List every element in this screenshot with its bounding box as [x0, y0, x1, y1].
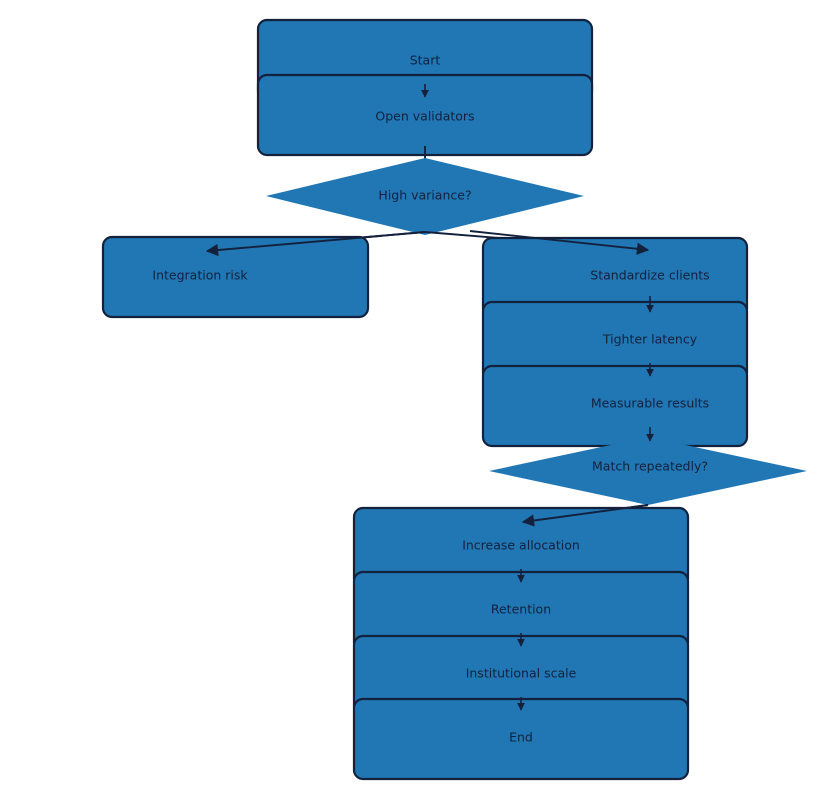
node-match-repeatedly[interactable]: Match repeatedly?: [489, 437, 807, 505]
node-tighter-latency-label: Tighter latency: [602, 332, 698, 347]
node-high-variance-shape: [266, 158, 584, 235]
node-increase-allocation[interactable]: Increase allocation: [352, 506, 690, 590]
node-measurable-results-label: Measurable results: [591, 396, 709, 411]
node-standardize-clients-label: Standardize clients: [590, 268, 709, 283]
node-high-variance-label: High variance?: [378, 188, 471, 203]
node-integration-risk[interactable]: Integration risk: [101, 235, 370, 319]
node-start-label: Start: [410, 53, 441, 68]
edge-match-to-increase-head: [521, 504, 649, 527]
node-measurable-results[interactable]: Measurable results: [481, 364, 749, 448]
edge-variance-to-integration-head: [205, 231, 426, 257]
node-increase-allocation-label: Increase allocation: [462, 538, 580, 553]
node-integration-risk-shape: [101, 235, 370, 319]
edge-variance-to-standardize-head: [469, 230, 650, 255]
node-open-validators-label: Open validators: [375, 109, 474, 124]
node-high-variance[interactable]: High variance?: [266, 158, 584, 235]
node-match-repeatedly-label: Match repeatedly?: [592, 459, 708, 474]
node-match-repeatedly-shape: [489, 437, 807, 505]
node-standardize-clients[interactable]: Standardize clients: [481, 236, 749, 320]
node-end[interactable]: End: [352, 697, 690, 781]
node-institutional-scale-label: Institutional scale: [466, 666, 577, 681]
node-end-label: End: [509, 730, 533, 745]
node-institutional-scale[interactable]: Institutional scale: [352, 634, 690, 718]
node-retention-label: Retention: [491, 602, 551, 617]
node-integration-risk-label: Integration risk: [152, 268, 248, 283]
